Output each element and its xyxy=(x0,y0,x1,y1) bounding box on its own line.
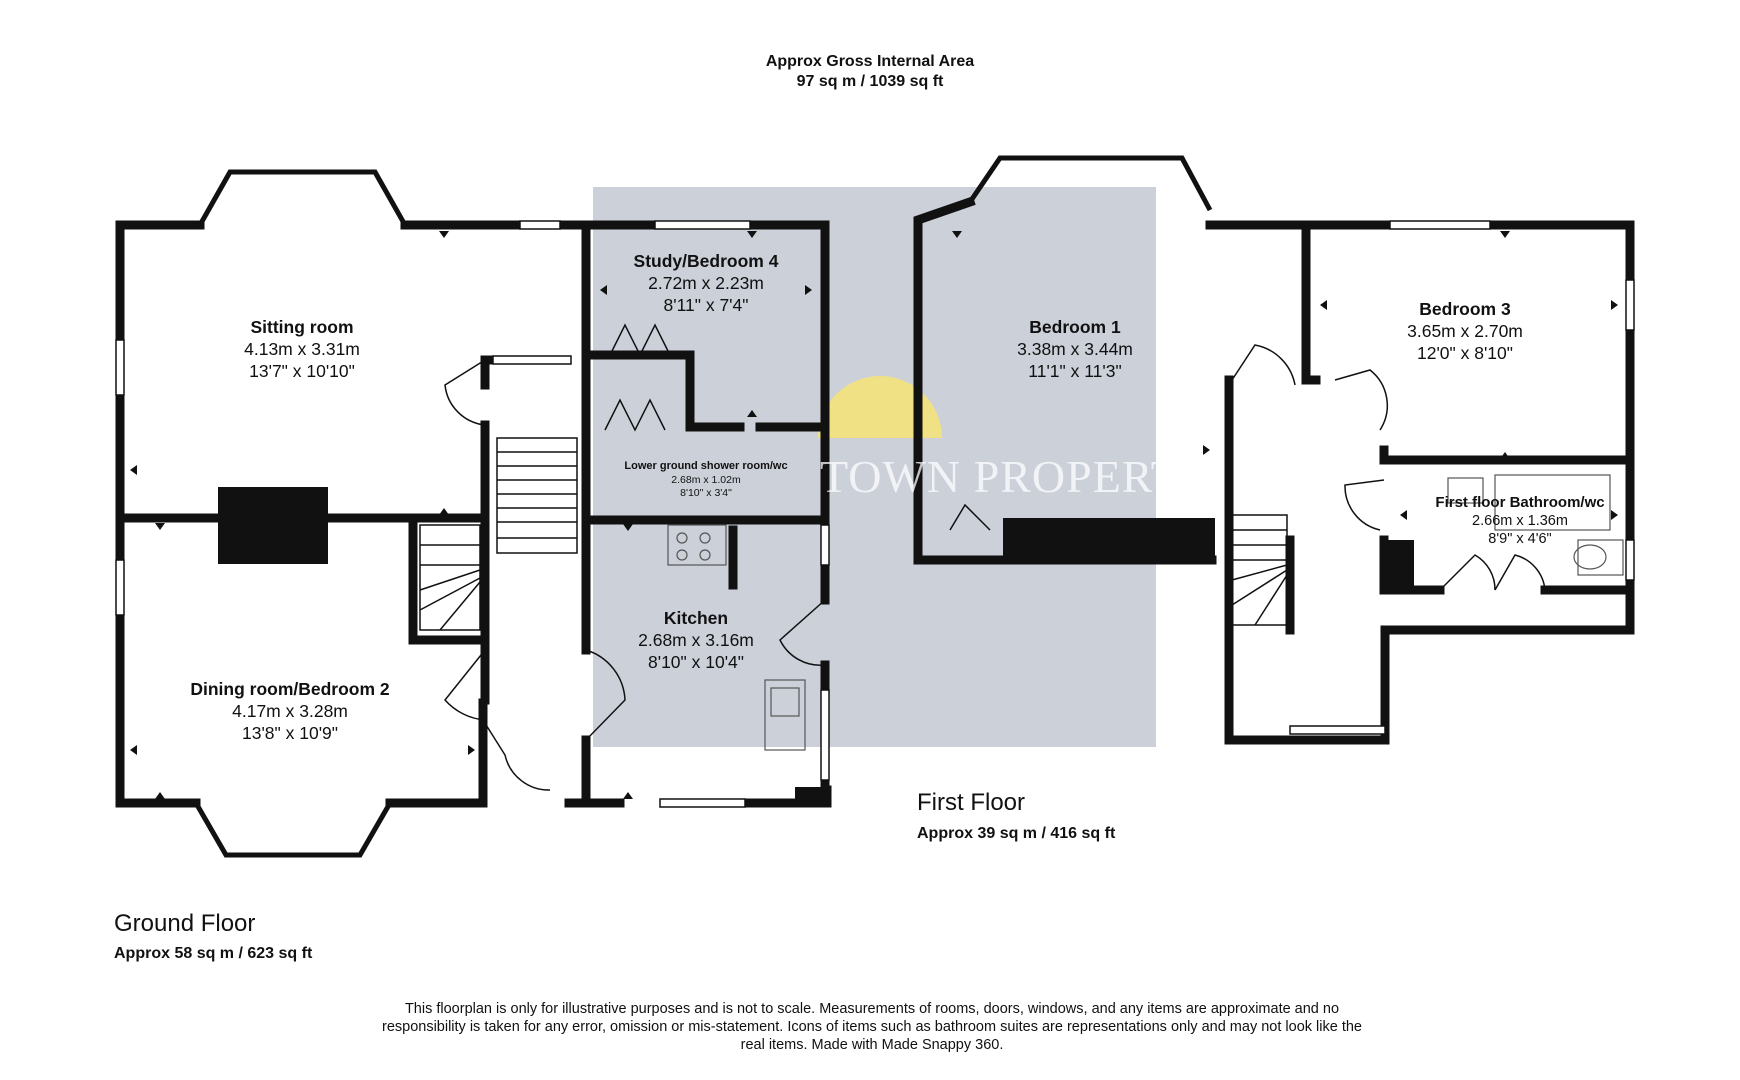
room-imperial: 13'8" x 10'9" xyxy=(242,723,338,743)
room-metric: 2.68m x 3.16m xyxy=(638,630,754,650)
bed3-walls xyxy=(1379,445,1635,465)
chimney-breast xyxy=(218,487,328,564)
room-imperial: 8'11" x 7'4" xyxy=(663,295,749,315)
shower-walls xyxy=(581,425,830,525)
first-stairs xyxy=(1231,514,1288,626)
ground-south-wall xyxy=(385,698,832,808)
room-imperial: 8'10" x 10'4" xyxy=(648,652,744,672)
kitchen-fixtures xyxy=(667,524,806,751)
first-floor-area: Approx 39 sq m / 416 sq ft xyxy=(917,825,1116,842)
windows xyxy=(115,220,830,808)
ground-floor-area: Approx 58 sq m / 623 sq ft xyxy=(114,945,313,962)
gross-area-value: 97 sq m / 1039 sq ft xyxy=(796,73,944,90)
ground-floor-title: Ground Floor xyxy=(114,910,256,937)
bed1-bay xyxy=(967,155,1213,212)
room-name: Bedroom 3 xyxy=(1419,299,1511,319)
sitting-north-wall xyxy=(400,220,591,360)
dimension-markers xyxy=(130,231,812,799)
room-name: First floor Bathroom/wc xyxy=(1435,494,1605,511)
room-metric: 3.65m x 2.70m xyxy=(1407,321,1523,341)
room-imperial: 11'1" x 11'3" xyxy=(1028,361,1122,381)
hall-walls xyxy=(408,355,498,705)
room-name: Study/Bedroom 4 xyxy=(633,251,779,271)
room-name: Lower ground shower room/wc xyxy=(624,460,788,472)
watermark-text: TOWN PROPERTY xyxy=(820,451,1215,502)
room-metric: 4.17m x 3.28m xyxy=(232,701,348,721)
room-name: Sitting room xyxy=(250,317,354,337)
room-name: Dining room/Bedroom 2 xyxy=(190,679,390,699)
room-metric: 2.68m x 1.02m xyxy=(671,474,741,486)
watermark-sun-icon xyxy=(818,376,942,438)
first-central-walls xyxy=(1224,220,1635,745)
ground-stairs xyxy=(419,437,578,631)
dining-bay xyxy=(192,799,394,858)
first-floor-title: First Floor xyxy=(917,789,1025,816)
room-imperial: 8'9" x 4'6" xyxy=(1488,531,1552,547)
kitchen-corner-block xyxy=(795,787,827,807)
disclaimer: This floorplan is only for illustrative … xyxy=(381,1001,1362,1053)
sitting-bay xyxy=(196,169,409,229)
first-windows xyxy=(1289,220,1635,735)
room-imperial: 8'10" x 3'4" xyxy=(680,487,732,499)
room-name: Kitchen xyxy=(663,608,729,628)
watermark-panel xyxy=(593,187,1156,747)
bath-fixtures xyxy=(1447,474,1624,576)
room-metric: 2.66m x 1.36m xyxy=(1472,513,1568,529)
first-dimension-markers xyxy=(952,231,1618,520)
first-door-swings xyxy=(949,344,1546,591)
landing-block xyxy=(1003,518,1215,564)
bath-cupboard-block xyxy=(1384,540,1414,590)
room-name: Bedroom 1 xyxy=(1029,317,1121,337)
gross-area-title: Approx Gross Internal Area xyxy=(765,53,975,70)
room-metric: 2.72m x 2.23m xyxy=(648,273,764,293)
room-metric: 3.38m x 3.44m xyxy=(1017,339,1133,359)
room-imperial: 13'7" x 10'10" xyxy=(249,361,355,381)
door-swings xyxy=(444,323,826,791)
room-metric: 4.13m x 3.31m xyxy=(244,339,360,359)
room-imperial: 12'0" x 8'10" xyxy=(1417,343,1513,363)
